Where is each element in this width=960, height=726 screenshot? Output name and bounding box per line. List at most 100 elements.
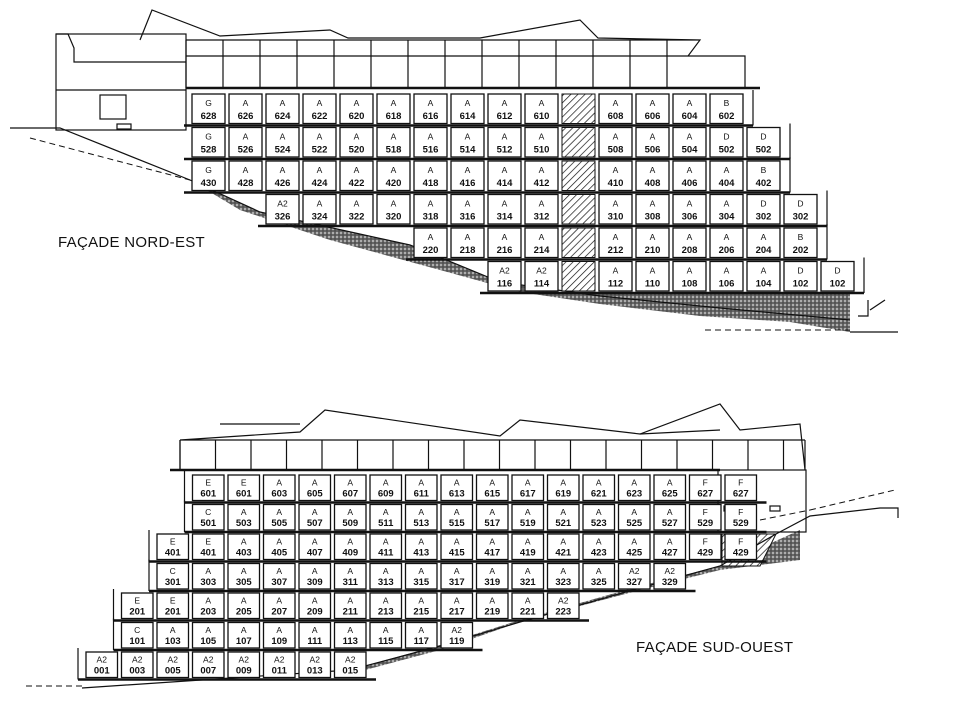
- unit-413[interactable]: A413: [404, 533, 438, 561]
- unit-512[interactable]: A512: [487, 126, 522, 158]
- unit-406[interactable]: A406: [672, 160, 707, 192]
- unit-429[interactable]: F429: [724, 533, 758, 561]
- unit-106[interactable]: A106: [709, 260, 744, 292]
- unit-514[interactable]: A514: [450, 126, 485, 158]
- unit-009[interactable]: A2009: [227, 651, 261, 679]
- unit-117[interactable]: A117: [404, 621, 438, 649]
- unit-103[interactable]: A103: [156, 621, 190, 649]
- unit-110[interactable]: A110: [635, 260, 670, 292]
- unit-619[interactable]: A619: [546, 474, 580, 502]
- unit-421[interactable]: A421: [546, 533, 580, 561]
- unit-115[interactable]: A115: [369, 621, 403, 649]
- unit-608[interactable]: A608: [598, 93, 633, 125]
- unit-618[interactable]: A618: [376, 93, 411, 125]
- unit-606[interactable]: A606: [635, 93, 670, 125]
- unit-417[interactable]: A417: [475, 533, 509, 561]
- unit-526[interactable]: A526: [228, 126, 263, 158]
- unit-602[interactable]: B602: [709, 93, 744, 125]
- unit-011[interactable]: A2011: [262, 651, 296, 679]
- unit-308[interactable]: A308: [635, 193, 670, 225]
- unit-604[interactable]: A604: [672, 93, 707, 125]
- unit-111[interactable]: A111: [298, 621, 332, 649]
- unit-306[interactable]: A306: [672, 193, 707, 225]
- unit-529[interactable]: F529: [688, 503, 722, 531]
- unit-326[interactable]: A2326: [265, 193, 300, 225]
- unit-509[interactable]: A509: [333, 503, 367, 531]
- unit-319[interactable]: A319: [475, 562, 509, 590]
- unit-202[interactable]: B202: [783, 227, 818, 259]
- unit-218[interactable]: A218: [450, 227, 485, 259]
- unit-505[interactable]: A505: [262, 503, 296, 531]
- unit-504[interactable]: A504: [672, 126, 707, 158]
- unit-201[interactable]: E201: [156, 592, 190, 620]
- unit-410[interactable]: A410: [598, 160, 633, 192]
- unit-310[interactable]: A310: [598, 193, 633, 225]
- unit-003[interactable]: A2003: [120, 651, 154, 679]
- unit-322[interactable]: A322: [339, 193, 374, 225]
- unit-422[interactable]: A422: [339, 160, 374, 192]
- unit-427[interactable]: A427: [653, 533, 687, 561]
- unit-325[interactable]: A325: [582, 562, 616, 590]
- unit-312[interactable]: A312: [524, 193, 559, 225]
- unit-302[interactable]: D302: [746, 193, 781, 225]
- unit-329[interactable]: A2329: [653, 562, 687, 590]
- unit-424[interactable]: A424: [302, 160, 337, 192]
- unit-528[interactable]: G528: [191, 126, 226, 158]
- unit-108[interactable]: A108: [672, 260, 707, 292]
- unit-116[interactable]: A2116: [487, 260, 522, 292]
- unit-217[interactable]: A217: [440, 592, 474, 620]
- unit-208[interactable]: A208: [672, 227, 707, 259]
- unit-525[interactable]: A525: [617, 503, 651, 531]
- unit-405[interactable]: A405: [262, 533, 296, 561]
- unit-401[interactable]: E401: [156, 533, 190, 561]
- unit-507[interactable]: A507: [298, 503, 332, 531]
- unit-327[interactable]: A2327: [617, 562, 651, 590]
- unit-523[interactable]: A523: [582, 503, 616, 531]
- unit-615[interactable]: A615: [475, 474, 509, 502]
- unit-625[interactable]: A625: [653, 474, 687, 502]
- unit-601[interactable]: E601: [191, 474, 225, 502]
- unit-412[interactable]: A412: [524, 160, 559, 192]
- unit-005[interactable]: A2005: [156, 651, 190, 679]
- unit-321[interactable]: A321: [511, 562, 545, 590]
- unit-212[interactable]: A212: [598, 227, 633, 259]
- unit-210[interactable]: A210: [635, 227, 670, 259]
- unit-316[interactable]: A316: [450, 193, 485, 225]
- unit-516[interactable]: A516: [413, 126, 448, 158]
- unit-524[interactable]: A524: [265, 126, 300, 158]
- unit-318[interactable]: A318: [413, 193, 448, 225]
- unit-104[interactable]: A104: [746, 260, 781, 292]
- unit-214[interactable]: A214: [524, 227, 559, 259]
- unit-323[interactable]: A323: [546, 562, 580, 590]
- unit-305[interactable]: A305: [227, 562, 261, 590]
- unit-404[interactable]: A404: [709, 160, 744, 192]
- unit-309[interactable]: A309: [298, 562, 332, 590]
- unit-614[interactable]: A614: [450, 93, 485, 125]
- unit-620[interactable]: A620: [339, 93, 374, 125]
- unit-627[interactable]: F627: [688, 474, 722, 502]
- unit-402[interactable]: B402: [746, 160, 781, 192]
- unit-621[interactable]: A621: [582, 474, 616, 502]
- unit-423[interactable]: A423: [582, 533, 616, 561]
- unit-403[interactable]: A403: [227, 533, 261, 561]
- unit-204[interactable]: A204: [746, 227, 781, 259]
- unit-623[interactable]: A623: [617, 474, 651, 502]
- unit-519[interactable]: A519: [511, 503, 545, 531]
- unit-515[interactable]: A515: [440, 503, 474, 531]
- unit-527[interactable]: A527: [653, 503, 687, 531]
- unit-407[interactable]: A407: [298, 533, 332, 561]
- unit-007[interactable]: A2007: [191, 651, 225, 679]
- unit-206[interactable]: A206: [709, 227, 744, 259]
- unit-223[interactable]: A2223: [546, 592, 580, 620]
- unit-416[interactable]: A416: [450, 160, 485, 192]
- unit-418[interactable]: A418: [413, 160, 448, 192]
- unit-102[interactable]: D102: [783, 260, 818, 292]
- unit-610[interactable]: A610: [524, 93, 559, 125]
- unit-613[interactable]: A613: [440, 474, 474, 502]
- unit-216[interactable]: A216: [487, 227, 522, 259]
- unit-304[interactable]: A304: [709, 193, 744, 225]
- unit-605[interactable]: A605: [298, 474, 332, 502]
- unit-221[interactable]: A221: [511, 592, 545, 620]
- unit-307[interactable]: A307: [262, 562, 296, 590]
- unit-426[interactable]: A426: [265, 160, 300, 192]
